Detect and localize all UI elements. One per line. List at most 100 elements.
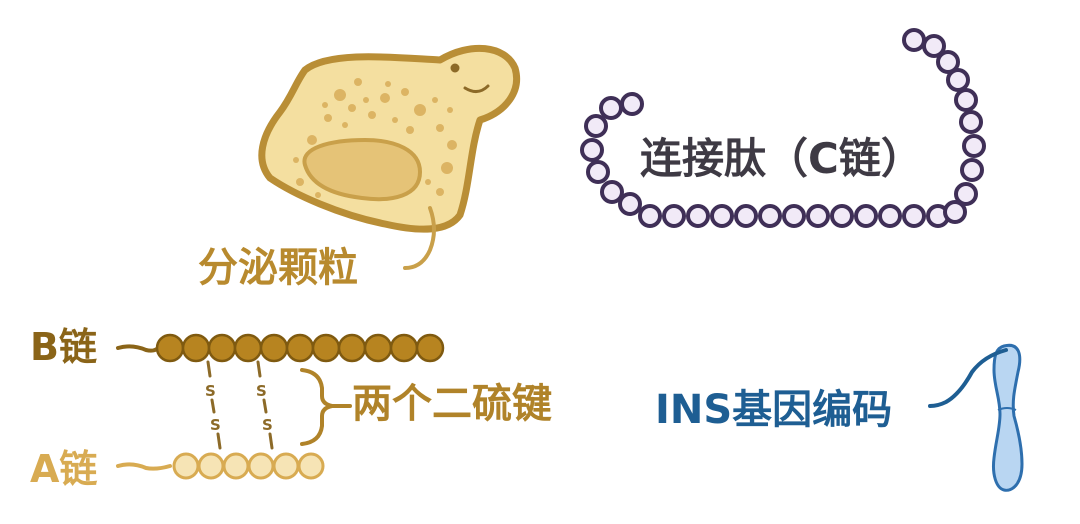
granule-dot [401, 88, 409, 96]
c-peptide-bead [586, 160, 610, 184]
granule-dot [425, 179, 431, 185]
granule-dot [348, 104, 356, 112]
b-chain-bead [259, 333, 289, 363]
granule-dot [315, 192, 321, 198]
granule-body [258, 44, 520, 233]
sulfur-label: S [256, 382, 267, 400]
chromosome-centromere [997, 407, 1017, 411]
b-chain-bead [207, 333, 237, 363]
c-peptide-bead [962, 134, 986, 158]
a-chain-beads [172, 452, 325, 480]
c-peptide-bead [936, 50, 960, 74]
sulfur-label: S [262, 416, 273, 434]
granule-dot [380, 93, 390, 103]
b-chain-bead [363, 333, 393, 363]
c-peptide-label: 连接肽（C链） [640, 134, 923, 183]
c-peptide-bead [618, 192, 642, 216]
granule-dot [363, 97, 369, 103]
a-chain-bead [272, 452, 300, 480]
c-peptide-bead [902, 28, 926, 52]
granule-nucleus [302, 137, 423, 202]
c-peptide-bead [878, 204, 902, 228]
c-peptide-bead [854, 204, 878, 228]
b-chain-bead [181, 333, 211, 363]
ins-gene-label: INS基因编码 [655, 387, 893, 433]
c-peptide-bead [830, 204, 854, 228]
b-chain-beads [155, 333, 445, 363]
a-chain [116, 452, 325, 480]
granule-dot [432, 97, 438, 103]
granule-dot [354, 78, 362, 86]
sulfur-label: S [210, 416, 221, 434]
granule-dot [322, 102, 328, 108]
granule-dot [342, 122, 348, 128]
c-peptide-bead [946, 68, 970, 92]
granule-dot [414, 104, 426, 116]
c-peptide-bead [960, 158, 984, 182]
c-peptide-bead [902, 204, 926, 228]
granule-dot [307, 135, 317, 145]
granule-dot [441, 162, 453, 174]
a-chain-bead [197, 452, 225, 480]
disulfide-bond-1: S S [205, 360, 222, 450]
granule-dot [324, 114, 332, 122]
chromosome-body [992, 343, 1024, 492]
c-peptide-bead [599, 96, 623, 120]
c-peptide-bead [584, 114, 608, 138]
b-chain-bead [389, 333, 419, 363]
a-chain-connector [116, 462, 172, 471]
a-chain-bead [172, 452, 200, 480]
a-chain-label: A链 [30, 447, 98, 491]
c-peptide-bead [758, 204, 782, 228]
c-peptide-bead [620, 92, 644, 116]
chromosome-pointer [928, 348, 1008, 408]
granule-face [450, 63, 490, 93]
granule-dot [334, 89, 346, 101]
granule-dot [447, 140, 457, 150]
c-peptide-chain [580, 28, 986, 228]
a-chain-bead [222, 452, 250, 480]
b-chain-bead [285, 333, 315, 363]
granule-dot [436, 188, 444, 196]
c-peptide-bead [943, 200, 967, 224]
c-peptide-bead [662, 204, 686, 228]
granule-dot [296, 178, 304, 186]
c-peptide-bead [710, 204, 734, 228]
granule-dot [293, 157, 299, 163]
disulfide-bonds: S S S S [205, 360, 352, 450]
granule-dot [385, 81, 391, 87]
b-chain-bead [337, 333, 367, 363]
b-chain-bead [155, 333, 185, 363]
chromosome [928, 343, 1024, 492]
granule-pointer [403, 206, 436, 270]
c-peptide-bead [638, 204, 662, 228]
a-chain-bead [247, 452, 275, 480]
c-peptide-bead [922, 34, 946, 58]
b-chain-label: B链 [30, 325, 97, 369]
granule-dot [436, 124, 444, 132]
granule-dot [368, 111, 376, 119]
disulfide-bond-2: S S [256, 360, 274, 450]
granule-dot [392, 117, 398, 123]
disulfide-bracket [300, 368, 334, 446]
granule-dots [293, 78, 457, 198]
a-chain-bead [297, 452, 325, 480]
b-chain-bead [233, 333, 263, 363]
granule-dot [447, 107, 453, 113]
granule-dot [406, 126, 414, 134]
c-peptide-bead [782, 204, 806, 228]
disulfide-bonds-label: 两个二硫键 [352, 381, 552, 427]
c-peptide-bead [600, 180, 624, 204]
c-peptide-bead [806, 204, 830, 228]
c-peptide-bead [734, 204, 758, 228]
sulfur-label: S [205, 382, 216, 400]
c-peptide-bead [686, 204, 710, 228]
c-peptide-bead [954, 182, 978, 206]
b-chain-connector [116, 344, 160, 353]
c-peptide-bead [954, 88, 978, 112]
secretory-granule [258, 44, 520, 270]
b-chain [116, 333, 445, 363]
secretory-granule-label: 分泌颗粒 [198, 245, 358, 291]
